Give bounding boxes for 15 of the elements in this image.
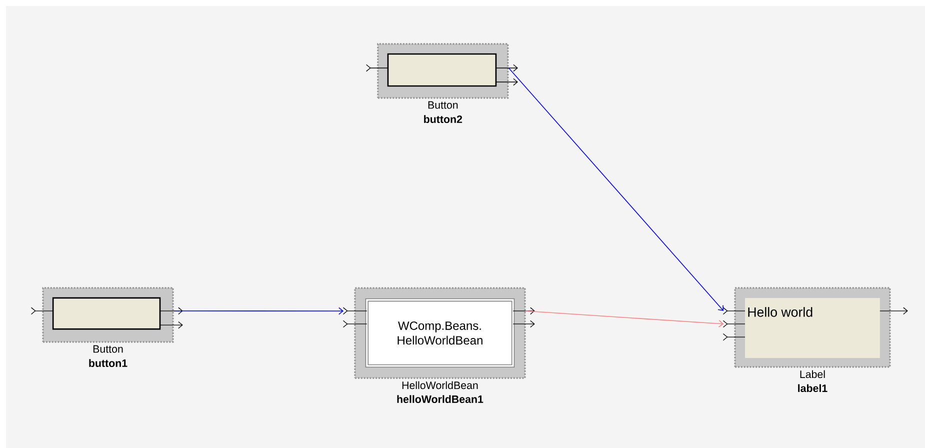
connection-line [173, 307, 344, 315]
button-component [30, 287, 183, 343]
instance-name: label1 [798, 384, 828, 392]
type-caption: Button [428, 101, 458, 109]
connection-line [525, 310, 724, 328]
connection-line [508, 68, 724, 311]
type-caption: Button [93, 345, 123, 353]
type-caption: HelloWorldBean [402, 381, 478, 390]
instance-name: button2 [424, 115, 462, 124]
type-caption: Label [800, 370, 825, 378]
button-component [366, 43, 518, 99]
bean-component: WComp.Beans. HelloWorldBean [342, 287, 535, 379]
label-component: Hello world [722, 287, 908, 368]
instance-name: button1 [89, 359, 128, 367]
instance-name: helloWorldBean1 [397, 395, 484, 403]
